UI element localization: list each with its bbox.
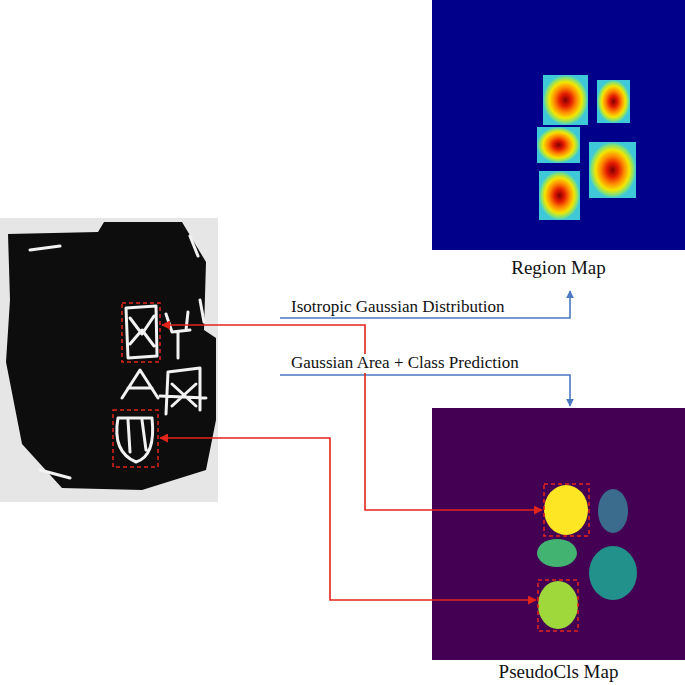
region-map-image: [432, 0, 685, 250]
map-panel: PseudoCls Map: [432, 408, 685, 683]
correspondence-arrow: [162, 325, 542, 510]
panel-caption: Region Map: [432, 258, 685, 277]
panel-caption: PseudoCls Map: [432, 662, 685, 681]
flow-line: [280, 375, 570, 406]
process-label: Isotropic Gaussian Distribution: [289, 298, 506, 317]
oracle-bone-image: [0, 218, 218, 502]
process-label: Gaussian Area + Class Prediction: [289, 354, 521, 373]
pseudocls-map-image: [432, 408, 685, 660]
map-panel: Region Map: [432, 0, 685, 284]
flow-line: [280, 291, 570, 318]
correspondence-arrow: [160, 438, 536, 600]
